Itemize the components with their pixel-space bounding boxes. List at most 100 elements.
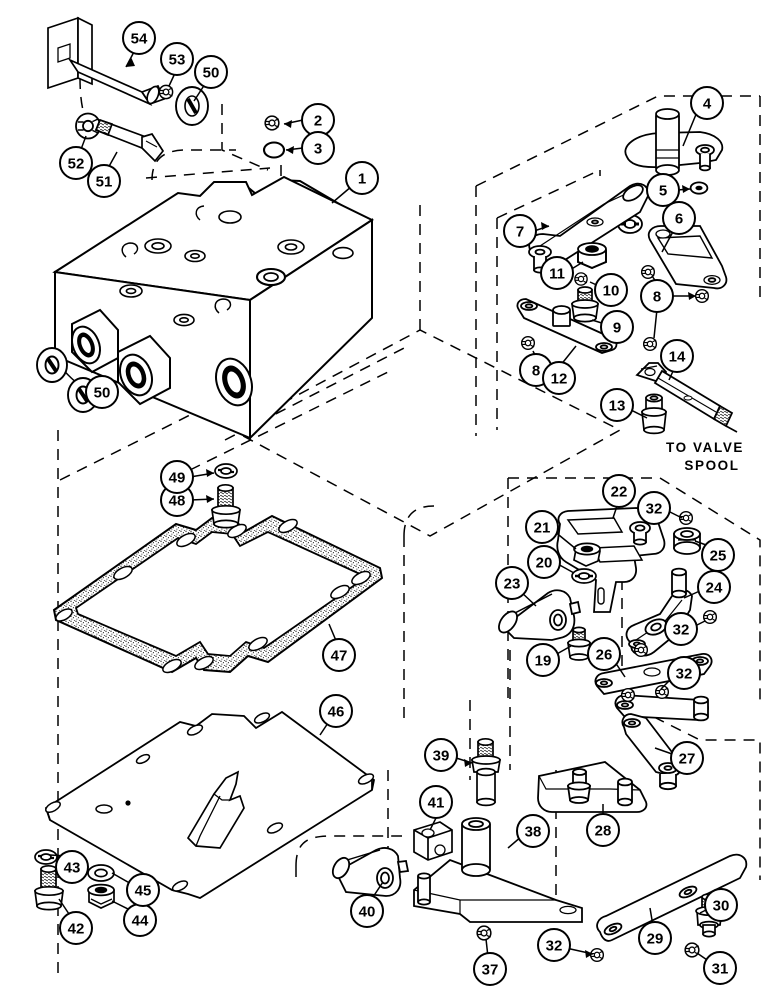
callout-21[interactable]: 21 bbox=[525, 510, 559, 544]
callout-13[interactable]: 13 bbox=[600, 388, 634, 422]
callout-7[interactable]: 7 bbox=[503, 214, 537, 248]
callout-42[interactable]: 42 bbox=[59, 911, 93, 945]
callout-3[interactable]: 3 bbox=[301, 131, 335, 165]
callout-number: 48 bbox=[169, 493, 186, 510]
callout-49[interactable]: 49 bbox=[160, 460, 194, 494]
callout-bubble[interactable] bbox=[55, 850, 89, 884]
callout-bubble[interactable] bbox=[350, 894, 384, 928]
callout-bubble[interactable] bbox=[640, 279, 674, 313]
callout-bubble[interactable] bbox=[646, 173, 680, 207]
part-4-pivot-pin-plate bbox=[624, 108, 724, 176]
callout-bubble[interactable] bbox=[59, 911, 93, 945]
callout-32[interactable]: 32 bbox=[664, 612, 698, 646]
callout-44[interactable]: 44 bbox=[123, 903, 157, 937]
callout-25[interactable]: 25 bbox=[701, 538, 735, 572]
callout-bubble[interactable] bbox=[322, 638, 356, 672]
callout-number: 23 bbox=[504, 576, 521, 593]
callout-bubble[interactable] bbox=[526, 643, 560, 677]
callout-bubble[interactable] bbox=[667, 656, 701, 690]
callout-bubble[interactable] bbox=[540, 256, 574, 290]
callout-20[interactable]: 20 bbox=[527, 545, 561, 579]
callout-bubble[interactable] bbox=[587, 637, 621, 671]
callout-26[interactable]: 26 bbox=[587, 637, 621, 671]
callout-24[interactable]: 24 bbox=[697, 570, 731, 604]
callout-bubble[interactable] bbox=[122, 21, 156, 55]
callout-9[interactable]: 9 bbox=[600, 310, 634, 344]
callout-bubble[interactable] bbox=[704, 888, 738, 922]
callout-bubble[interactable] bbox=[701, 538, 735, 572]
callout-31[interactable]: 31 bbox=[703, 951, 737, 985]
callout-50[interactable]: 50 bbox=[194, 55, 228, 89]
callout-43[interactable]: 43 bbox=[55, 850, 89, 884]
callout-bubble[interactable] bbox=[301, 131, 335, 165]
callout-46[interactable]: 46 bbox=[319, 694, 353, 728]
callout-19[interactable]: 19 bbox=[526, 643, 560, 677]
callout-bubble[interactable] bbox=[516, 814, 550, 848]
callout-bubble[interactable] bbox=[473, 952, 507, 986]
callout-29[interactable]: 29 bbox=[638, 921, 672, 955]
note-to-valve-spool: TO VALVE SPOOL bbox=[666, 440, 742, 473]
part-38-triangular-bracket-plate bbox=[413, 817, 583, 923]
callout-bubble[interactable] bbox=[586, 813, 620, 847]
callout-52[interactable]: 52 bbox=[59, 146, 93, 180]
callout-bubble[interactable] bbox=[670, 741, 704, 775]
callout-bubble[interactable] bbox=[126, 873, 160, 907]
callout-bubble[interactable] bbox=[319, 694, 353, 728]
callout-bubble[interactable] bbox=[664, 612, 698, 646]
callout-11[interactable]: 11 bbox=[540, 256, 574, 290]
callout-28[interactable]: 28 bbox=[586, 813, 620, 847]
callout-bubble[interactable] bbox=[160, 42, 194, 76]
callout-41[interactable]: 41 bbox=[419, 785, 453, 819]
callout-4[interactable]: 4 bbox=[690, 86, 724, 120]
callout-bubble[interactable] bbox=[525, 510, 559, 544]
callout-bubble[interactable] bbox=[87, 164, 121, 198]
callout-bubble[interactable] bbox=[662, 201, 696, 235]
callout-bubble[interactable] bbox=[527, 545, 561, 579]
callout-bubble[interactable] bbox=[160, 460, 194, 494]
part-32-retaining-clip-b bbox=[702, 609, 718, 625]
callout-bubble[interactable] bbox=[660, 339, 694, 373]
callout-14[interactable]: 14 bbox=[660, 339, 694, 373]
callout-10[interactable]: 10 bbox=[594, 273, 628, 307]
callout-bubble[interactable] bbox=[600, 310, 634, 344]
callout-12[interactable]: 12 bbox=[542, 361, 576, 395]
callout-5[interactable]: 5 bbox=[646, 173, 680, 207]
callout-27[interactable]: 27 bbox=[670, 741, 704, 775]
callout-bubble[interactable] bbox=[495, 566, 529, 600]
callout-bubble[interactable] bbox=[690, 86, 724, 120]
callout-bubble[interactable] bbox=[602, 474, 636, 508]
callout-54[interactable]: 54 bbox=[122, 21, 156, 55]
callout-bubble[interactable] bbox=[419, 785, 453, 819]
callout-bubble[interactable] bbox=[637, 491, 671, 525]
callout-6[interactable]: 6 bbox=[662, 201, 696, 235]
callout-bubble[interactable] bbox=[542, 361, 576, 395]
callout-51[interactable]: 51 bbox=[87, 164, 121, 198]
callout-bubble[interactable] bbox=[424, 738, 458, 772]
callout-bubble[interactable] bbox=[600, 388, 634, 422]
callout-32[interactable]: 32 bbox=[667, 656, 701, 690]
callout-37[interactable]: 37 bbox=[473, 952, 507, 986]
callout-50[interactable]: 50 bbox=[85, 375, 119, 409]
callout-45[interactable]: 45 bbox=[126, 873, 160, 907]
callout-32[interactable]: 32 bbox=[637, 491, 671, 525]
callout-38[interactable]: 38 bbox=[516, 814, 550, 848]
callout-23[interactable]: 23 bbox=[495, 566, 529, 600]
callout-30[interactable]: 30 bbox=[704, 888, 738, 922]
callout-bubble[interactable] bbox=[85, 375, 119, 409]
callout-bubble[interactable] bbox=[345, 161, 379, 195]
callout-bubble[interactable] bbox=[194, 55, 228, 89]
callout-39[interactable]: 39 bbox=[424, 738, 458, 772]
callout-bubble[interactable] bbox=[537, 928, 571, 962]
callout-bubble[interactable] bbox=[59, 146, 93, 180]
callout-53[interactable]: 53 bbox=[160, 42, 194, 76]
callout-bubble[interactable] bbox=[594, 273, 628, 307]
callout-1[interactable]: 1 bbox=[345, 161, 379, 195]
callout-47[interactable]: 47 bbox=[322, 638, 356, 672]
callout-40[interactable]: 40 bbox=[350, 894, 384, 928]
callout-32[interactable]: 32 bbox=[537, 928, 571, 962]
callout-8[interactable]: 8 bbox=[640, 279, 674, 313]
callout-bubble[interactable] bbox=[503, 214, 537, 248]
callout-bubble[interactable] bbox=[703, 951, 737, 985]
callout-22[interactable]: 22 bbox=[602, 474, 636, 508]
callout-bubble[interactable] bbox=[638, 921, 672, 955]
